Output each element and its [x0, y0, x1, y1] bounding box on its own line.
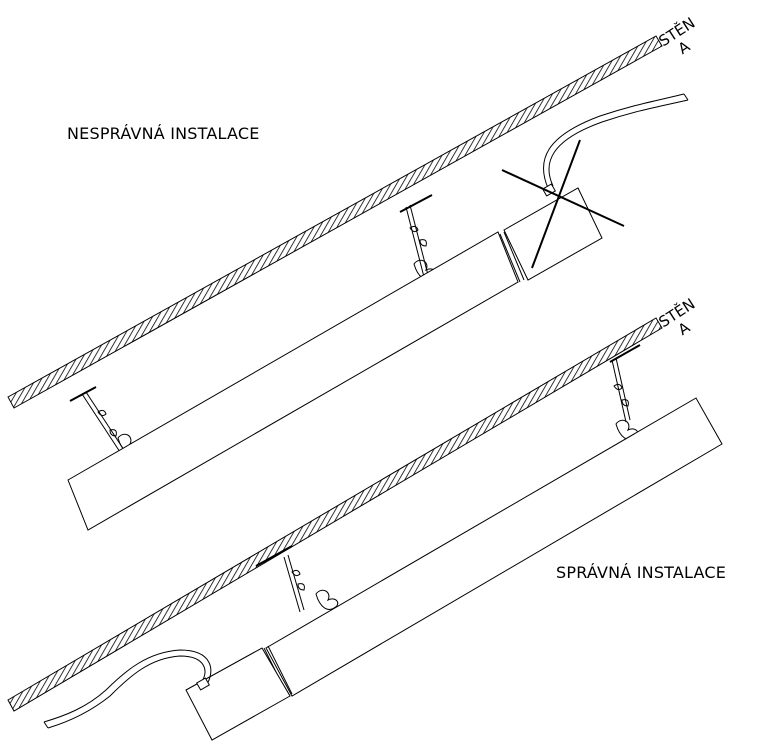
luminaire-top	[67, 231, 519, 531]
bracket-top-right	[399, 194, 433, 213]
correct-installation-group	[7, 317, 723, 741]
suspension-wire-top-left	[81, 391, 141, 454]
luminaire-bottom	[265, 397, 723, 697]
wall-bottom	[7, 317, 663, 712]
suspension-wire-bottom-left	[283, 554, 339, 613]
end-box-top	[503, 187, 603, 281]
cable-bottom	[43, 649, 212, 729]
caption-incorrect-installation: NESPRÁVNÁ INSTALACE	[67, 124, 260, 143]
suspension-wire-top-right	[405, 204, 437, 280]
connector-top	[499, 231, 525, 283]
end-box-bottom	[185, 647, 291, 741]
wall-top	[7, 35, 663, 409]
incorrect-x-mark	[501, 139, 625, 269]
bracket-top-left	[69, 386, 97, 402]
caption-correct-installation: SPRÁVNÁ INSTALACE	[556, 563, 727, 582]
suspension-wire-bottom-right	[611, 357, 639, 440]
bracket-bottom-right	[609, 344, 641, 363]
bracket-bottom-left	[255, 545, 293, 567]
cable-top	[541, 93, 689, 197]
incorrect-installation-group	[7, 35, 689, 531]
